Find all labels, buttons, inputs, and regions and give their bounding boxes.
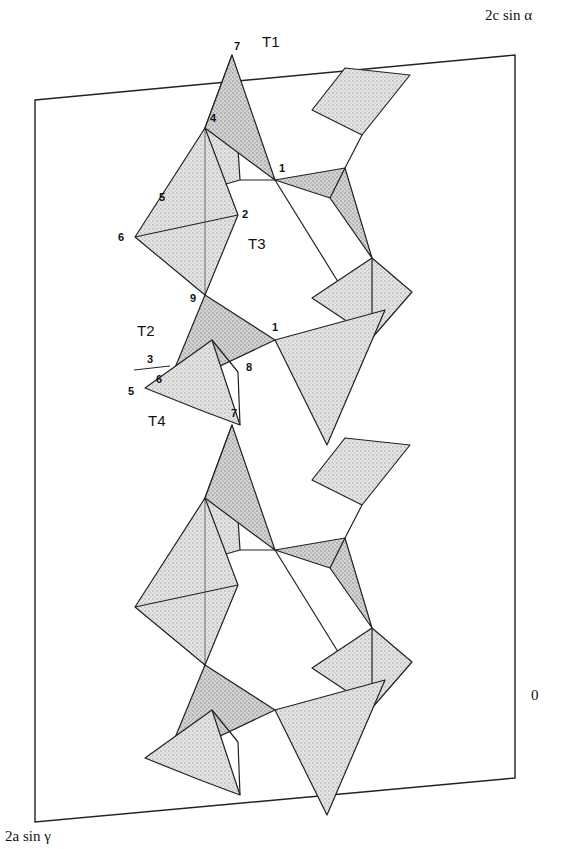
tetrahedron-label: T3 — [248, 236, 266, 251]
callout-number: 1 — [279, 163, 285, 174]
axis-label: 2c sin α — [485, 8, 532, 23]
origin-label: 0 — [531, 688, 539, 703]
axis-label: 2a sin γ — [5, 829, 51, 844]
callout-number: 7 — [234, 41, 240, 52]
callout-number: 2 — [242, 209, 248, 220]
callout-number: 1 — [272, 322, 278, 333]
callout-number: 9 — [190, 293, 196, 304]
callout-number: 5 — [159, 192, 165, 203]
callout-number: 4 — [210, 113, 216, 124]
callout-number: 7 — [231, 408, 237, 419]
callout-number: 3 — [147, 354, 153, 365]
tetrahedron-label: T1 — [262, 34, 280, 49]
callout-number: 6 — [156, 374, 162, 385]
callout-number: 8 — [246, 362, 252, 373]
callout-number: 6 — [118, 232, 124, 243]
callout-number: 5 — [128, 386, 134, 397]
tetrahedron-label: T4 — [148, 413, 166, 428]
tetrahedron-label: T2 — [137, 323, 155, 338]
